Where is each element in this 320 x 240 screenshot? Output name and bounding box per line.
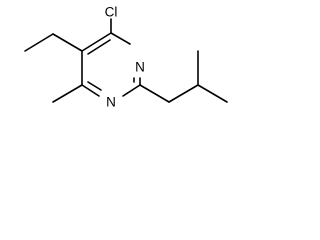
substituents [24, 18, 228, 103]
bond-isobutyl-ch-ch3-a [197, 84, 228, 103]
bond-c4-c5 [81, 32, 112, 52]
bond-n1-c2 [122, 84, 141, 97]
chemical-structure: Cl N N [24, 5, 228, 110]
bond-n3-c4 [110, 32, 131, 45]
pyrimidine-ring [81, 32, 141, 97]
atom-label-chlorine: Cl [105, 5, 118, 20]
atom-label-nitrogen-upper: N [135, 60, 145, 75]
bond-c4-c5-double [87, 39, 111, 55]
bond-c6-n1 [81, 84, 100, 97]
bond-c2-isobutyl-ch2 [139, 84, 170, 103]
atom-labels: Cl N N [105, 5, 145, 110]
bond-c5-ethyl-ch2 [52, 33, 83, 52]
bond-c6-n1-double [87, 81, 102, 91]
atom-label-nitrogen-lower: N [106, 95, 116, 110]
bond-isobutyl-ch2-ch [168, 84, 199, 103]
bond-c6-methyl [52, 84, 83, 103]
bond-ethyl-ch2-ch3 [24, 33, 54, 52]
